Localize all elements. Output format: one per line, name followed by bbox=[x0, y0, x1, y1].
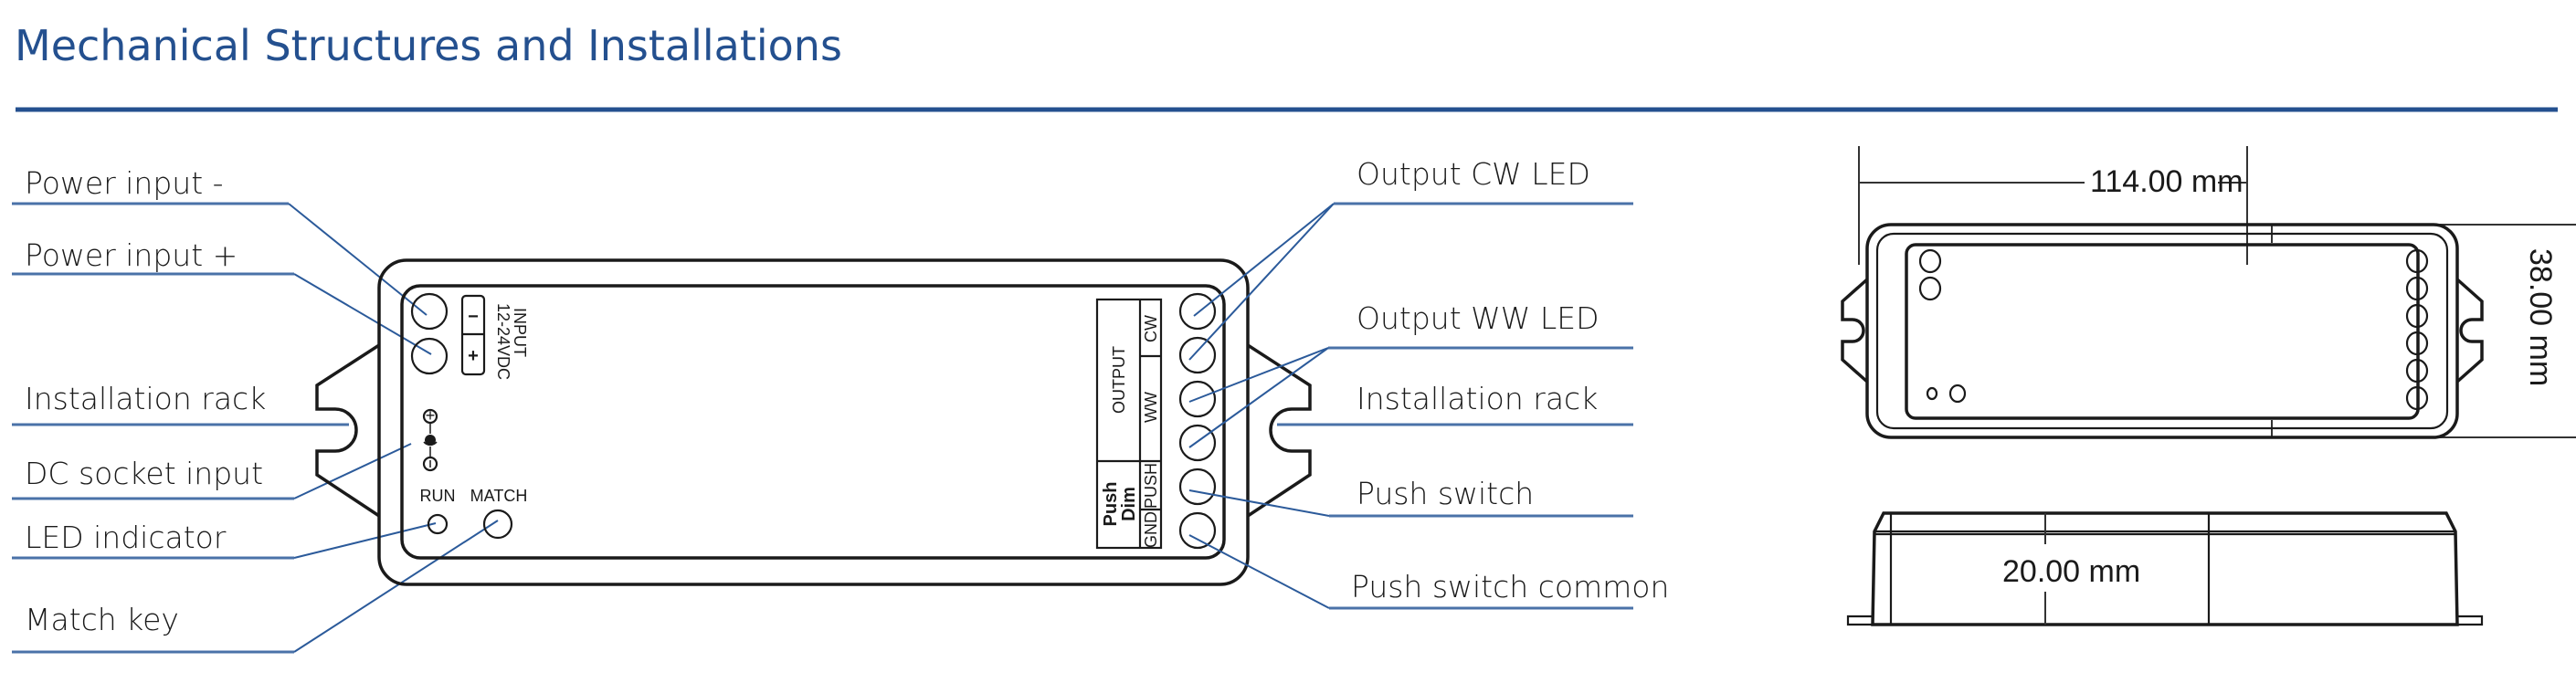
left-callouts: Power input - Power input + Installation… bbox=[12, 165, 499, 654]
label-led-indicator: LED indicator bbox=[25, 520, 227, 555]
leader-output-cw-led-2 bbox=[1188, 203, 1335, 361]
device-top-view: 114.00 mm 38.00 mm bbox=[1841, 146, 2576, 439]
dim-width: 38.00 mm bbox=[2523, 248, 2558, 386]
device-side-view: 20.00 mm bbox=[1846, 511, 2484, 626]
label-push-switch: Push switch bbox=[1357, 476, 1534, 511]
label-power-input-plus: Power input + bbox=[25, 237, 238, 273]
page-title: Mechanical Structures and Installations bbox=[15, 21, 842, 70]
voltage-label: 12-24VDC bbox=[494, 303, 512, 380]
leader-dc-socket-input bbox=[293, 443, 412, 499]
ww-label: WW bbox=[1142, 392, 1160, 423]
leader-push-switch bbox=[1188, 489, 1330, 517]
output-table-frame bbox=[1095, 298, 1163, 550]
push-dim-label-1: Push bbox=[1101, 482, 1121, 527]
terminal-gnd bbox=[1178, 511, 1217, 550]
device-front-view: − + INPUT 12-24VDC + RUN MATCH OUTPUT bbox=[315, 258, 1312, 586]
top-view-rim bbox=[1875, 232, 2449, 430]
led-indicator-run bbox=[427, 513, 449, 535]
label-installation-rack-left: Installation rack bbox=[25, 381, 266, 416]
match-label: MATCH bbox=[470, 487, 528, 505]
side-view-outline bbox=[1871, 511, 2459, 626]
terminal-push bbox=[1178, 468, 1217, 506]
label-installation-rack-right: Installation rack bbox=[1357, 381, 1598, 416]
dc-socket-icon: + bbox=[422, 406, 438, 472]
label-match-key: Match key bbox=[25, 602, 179, 637]
terminal-cw-2 bbox=[1178, 336, 1217, 374]
leader-output-ww-led-2 bbox=[1188, 347, 1329, 448]
mounting-ear-left bbox=[315, 343, 380, 518]
terminal-ww-2 bbox=[1178, 424, 1217, 462]
dim-length: 114.00 mm bbox=[2090, 164, 2243, 199]
dim-height: 20.00 mm bbox=[2002, 554, 2140, 589]
terminal-cw-1 bbox=[1178, 292, 1217, 331]
leader-match-key bbox=[293, 520, 499, 653]
gnd-label: GND bbox=[1142, 511, 1160, 548]
polarity-minus: − bbox=[468, 307, 479, 327]
output-label-table: OUTPUT CW WW Push Dim PUSH GND bbox=[1095, 298, 1163, 550]
label-output-cw-led: Output CW LED bbox=[1357, 156, 1590, 192]
polarity-plus: + bbox=[468, 346, 479, 366]
leader-power-input-plus bbox=[293, 273, 432, 355]
label-output-ww-led: Output WW LED bbox=[1357, 300, 1599, 336]
run-label: RUN bbox=[420, 487, 456, 505]
leader-led-indicator bbox=[293, 522, 437, 559]
terminal-power-minus bbox=[410, 292, 449, 331]
push-label: PUSH bbox=[1142, 463, 1160, 509]
leader-output-cw-led-1 bbox=[1193, 203, 1335, 317]
right-callouts: Output CW LED Output WW LED Installation… bbox=[1188, 156, 1669, 610]
label-power-input-minus: Power input - bbox=[25, 165, 224, 201]
match-key-button[interactable] bbox=[482, 509, 513, 540]
leader-push-switch-common bbox=[1188, 534, 1330, 609]
device-outer-shell bbox=[377, 258, 1250, 586]
top-view-panel bbox=[1905, 243, 2420, 420]
label-push-switch-common: Push switch common bbox=[1351, 569, 1669, 604]
push-dim-label-2: Dim bbox=[1119, 487, 1139, 521]
terminal-power-plus bbox=[410, 337, 449, 375]
cw-label: CW bbox=[1142, 315, 1160, 342]
mounting-ear-right bbox=[1247, 343, 1312, 518]
label-dc-socket-input: DC socket input bbox=[25, 456, 263, 491]
terminal-ww-1 bbox=[1178, 380, 1217, 418]
input-label: INPUT bbox=[511, 308, 529, 357]
top-view-outer bbox=[1865, 223, 2459, 439]
leader-output-ww-led-1 bbox=[1188, 347, 1329, 403]
dc-plus-sign: + bbox=[426, 406, 436, 425]
output-label: OUTPUT bbox=[1110, 346, 1128, 414]
